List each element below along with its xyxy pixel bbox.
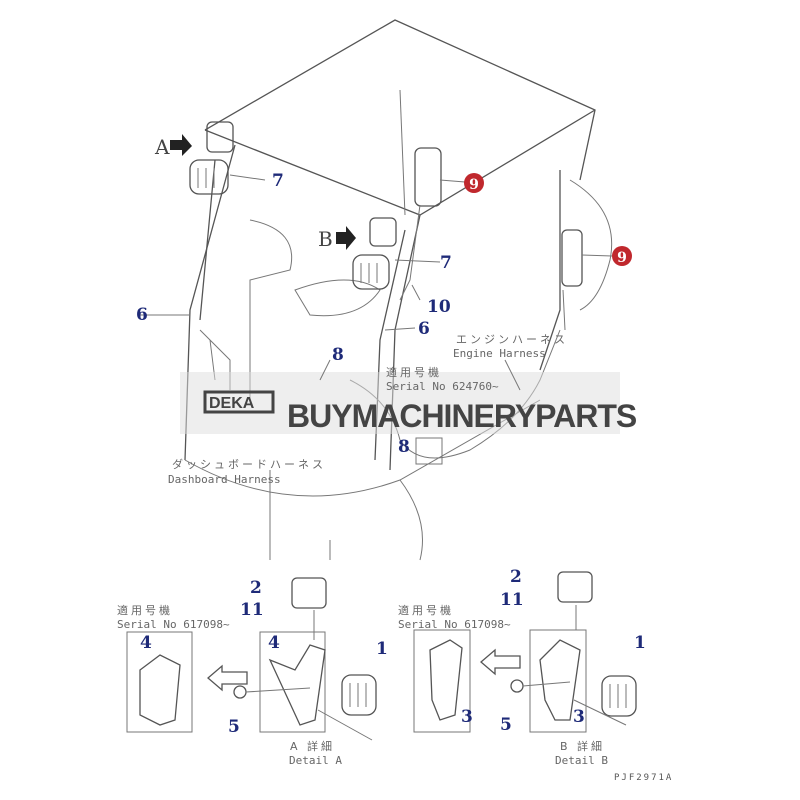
- watermark: DEKA BUYMACHINERYPARTS: [180, 372, 638, 434]
- callout-2: 2: [250, 578, 262, 598]
- callout-4: 4: [140, 633, 152, 653]
- detail-a-label: Detail A: [289, 754, 342, 767]
- callout-1: 1: [376, 639, 388, 659]
- watermark-text: BUYMACHINERYPARTS: [287, 398, 637, 434]
- serial-note-main-jp: 適用号機: [386, 365, 442, 379]
- callout-3: 3: [461, 707, 473, 727]
- detail-a-jp: A 詳細: [290, 739, 335, 753]
- callout-2: 2: [510, 567, 522, 587]
- callout-7: 7: [272, 171, 284, 191]
- dashboard-harness-jp: ダッシュボードハーネス: [172, 457, 326, 471]
- dashboard-harness-label: Dashboard Harness: [168, 473, 281, 486]
- engine-harness-label: Engine Harness: [453, 347, 546, 360]
- detail-b: 適用号機 Serial No 617098~ 2 11 1 3 3 5 B 詳細…: [398, 567, 646, 767]
- serial-note-b: Serial No 617098~: [398, 618, 511, 631]
- view-marker-b: B: [318, 227, 333, 251]
- callout-9: 9: [617, 250, 627, 266]
- callout-6: 6: [418, 319, 430, 339]
- detail-b-label: Detail B: [555, 754, 608, 767]
- callout-11: 11: [500, 590, 524, 610]
- callout-9-highlight: [612, 246, 632, 266]
- deka-logo: [203, 390, 275, 414]
- callout-1: 1: [634, 633, 646, 653]
- callout-9: 9: [469, 177, 479, 193]
- callout-8: 8: [398, 437, 410, 457]
- callout-4: 4: [268, 633, 280, 653]
- view-arrow-a: [170, 134, 192, 156]
- engine-harness-jp: エンジンハーネス: [456, 333, 568, 346]
- serial-note-a: Serial No 617098~: [117, 618, 230, 631]
- serial-note-b-jp: 適用号機: [398, 603, 454, 617]
- callout-9-highlight: [464, 173, 484, 193]
- view-marker-a: A: [154, 135, 170, 159]
- callout-6: 6: [136, 305, 148, 325]
- svg-text:DEKA: DEKA: [209, 395, 255, 412]
- detail-a: 適用号機 Serial No 617098~ 4 4 2 11 1 5 A 詳細…: [117, 577, 388, 767]
- callout-5: 5: [500, 715, 512, 735]
- callout-5: 5: [228, 717, 240, 737]
- work-lights-main: [189, 121, 583, 331]
- serial-inset: [415, 437, 443, 465]
- serial-note-main: Serial No 624760~: [386, 380, 499, 393]
- callout-8: 8: [332, 345, 344, 365]
- callout-11: 11: [240, 600, 264, 620]
- callout-3: 3: [573, 707, 585, 727]
- callout-7: 7: [440, 253, 452, 273]
- drawing-code: PJF2971A: [614, 773, 673, 783]
- view-arrow-b: [336, 226, 356, 250]
- detail-b-jp: B 詳細: [560, 739, 605, 753]
- callout-10: 10: [427, 297, 451, 317]
- serial-note-a-jp: 適用号機: [117, 603, 173, 617]
